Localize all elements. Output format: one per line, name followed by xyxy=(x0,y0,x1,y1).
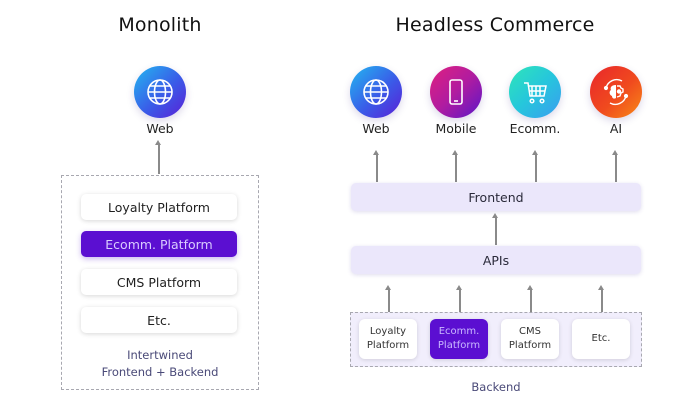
headless-ecomm-channel xyxy=(509,66,561,118)
arrow-cms-to-apis xyxy=(527,285,533,321)
smartphone-icon xyxy=(441,77,471,107)
monolith-loyalty-platform: Loyalty Platform xyxy=(81,194,237,220)
arrow-apis-to-frontend xyxy=(492,213,498,245)
backend-ecomm-line1: Ecomm. xyxy=(438,326,480,337)
headless-mobile-label: Mobile xyxy=(435,121,477,136)
monolith-ecomm-platform: Ecomm. Platform xyxy=(81,231,237,257)
backend-loyalty-line2: Platform xyxy=(366,340,410,351)
headless-mobile-channel xyxy=(430,66,482,118)
arrow-ecomm-to-apis xyxy=(456,285,462,321)
backend-etc-line1: Etc. xyxy=(591,333,611,344)
monolith-container xyxy=(61,175,259,390)
monolith-title: Monolith xyxy=(118,14,202,36)
backend-cms-platform: CMS Platform xyxy=(501,319,559,359)
arrow-to-web xyxy=(373,150,379,182)
backend-loyalty-line1: Loyalty xyxy=(369,326,407,337)
backend-cms-line1: CMS xyxy=(519,326,541,337)
backend-cms-line2: Platform xyxy=(508,340,552,351)
apis-layer: APIs xyxy=(351,246,641,274)
backend-caption: Backend xyxy=(471,380,521,394)
arrow-etc-to-apis xyxy=(598,285,604,321)
frontend-layer: Frontend xyxy=(351,183,641,211)
headless-web-channel xyxy=(350,66,402,118)
backend-ecomm-line2: Platform xyxy=(437,340,481,351)
monolith-arrow xyxy=(155,140,161,174)
globe-icon xyxy=(361,77,391,107)
arrow-to-ecomm xyxy=(532,150,538,182)
backend-ecomm-platform: Ecomm. Platform xyxy=(430,319,488,359)
monolith-web-label: Web xyxy=(146,121,174,136)
headless-web-label: Web xyxy=(362,121,390,136)
monolith-caption-line2: Frontend + Backend xyxy=(101,365,219,379)
monolith-caption-line1: Intertwined xyxy=(127,348,193,362)
headless-ai-label: AI xyxy=(609,121,623,136)
monolith-web-channel xyxy=(134,66,186,118)
globe-icon xyxy=(145,77,175,107)
monolith-etc: Etc. xyxy=(81,307,237,333)
arrow-to-mobile xyxy=(452,150,458,182)
headless-ecomm-label: Ecomm. xyxy=(509,121,561,136)
shopping-cart-icon xyxy=(520,77,550,107)
headless-ai-channel xyxy=(590,66,642,118)
arrow-to-ai xyxy=(612,150,618,182)
arrow-loyalty-to-apis xyxy=(385,285,391,321)
headless-title: Headless Commerce xyxy=(395,14,595,36)
monolith-cms-platform: CMS Platform xyxy=(81,269,237,295)
ai-brain-gear-icon xyxy=(600,76,632,108)
backend-loyalty-platform: Loyalty Platform xyxy=(359,319,417,359)
backend-etc: Etc. xyxy=(572,319,630,359)
